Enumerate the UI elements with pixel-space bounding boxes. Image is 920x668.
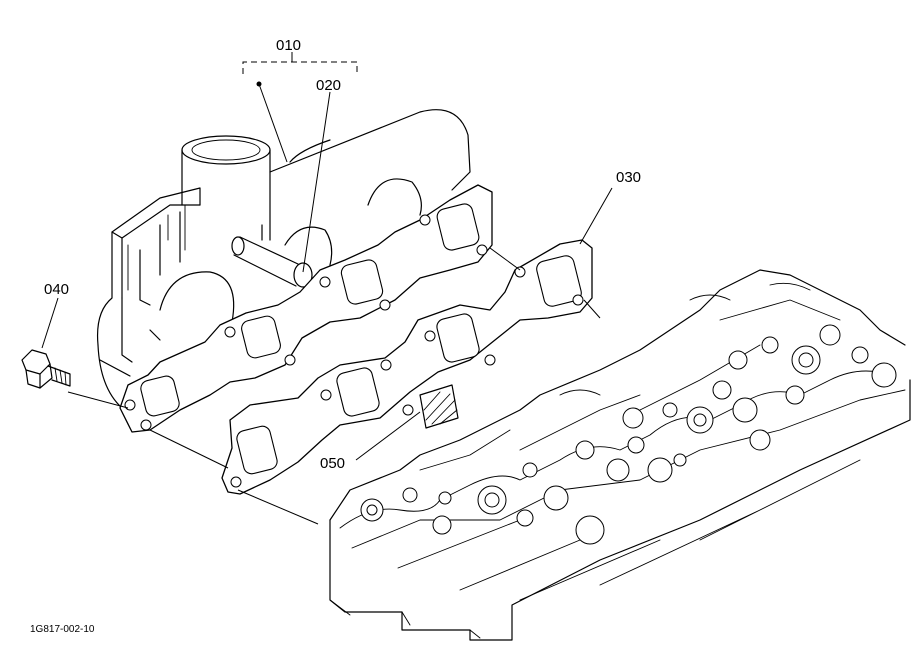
manifold-gasket xyxy=(221,239,593,495)
insulator-plate xyxy=(419,384,459,429)
callout-040: 040 xyxy=(44,281,69,298)
callout-030: 030 xyxy=(616,169,641,186)
leader-lines xyxy=(41,52,613,461)
callout-010: 010 xyxy=(276,37,301,54)
stud-bolt xyxy=(21,349,71,389)
cylinder-head xyxy=(329,269,911,641)
assembly-lines xyxy=(67,247,601,525)
exhaust-manifold xyxy=(96,109,493,433)
callout-050: 050 xyxy=(320,455,345,472)
callout-020: 020 xyxy=(316,77,341,94)
drawing-code: 1G817-002-10 xyxy=(30,624,95,635)
